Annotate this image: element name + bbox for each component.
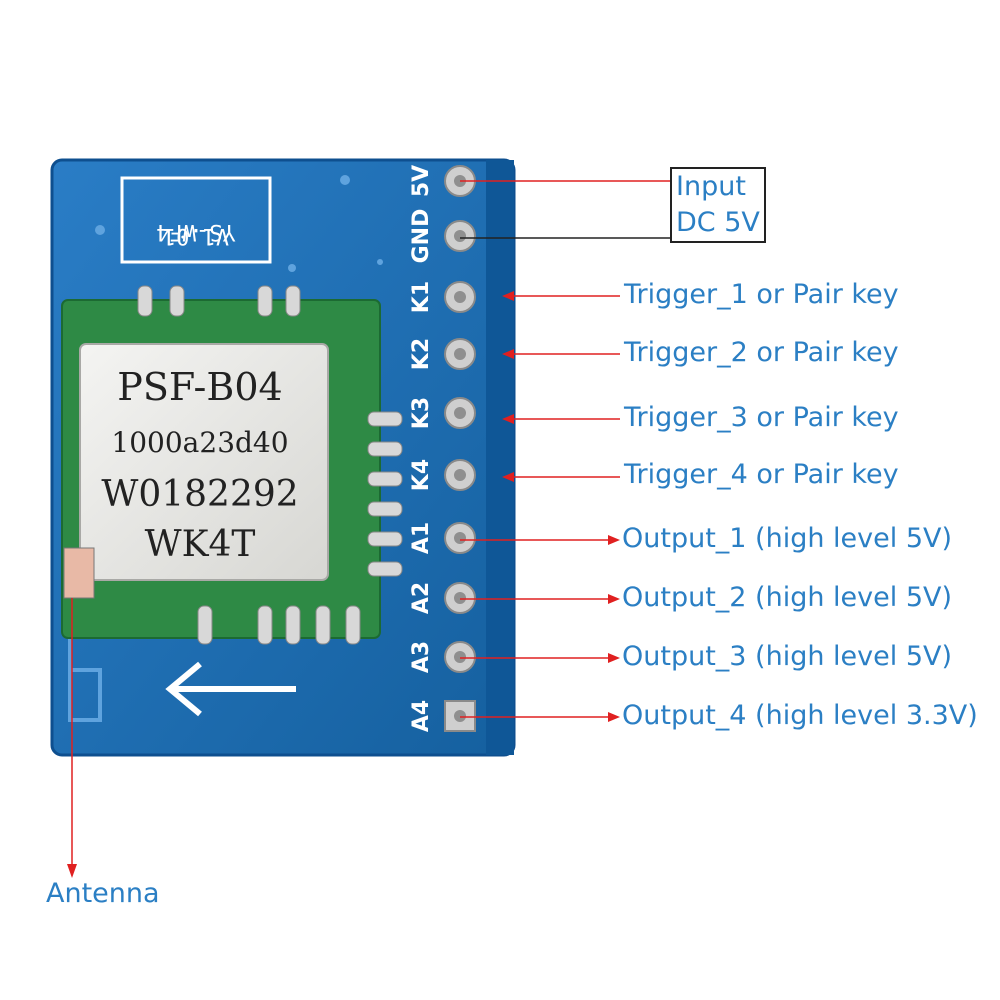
pin-label-k3: K3	[409, 397, 434, 429]
antenna-component	[63, 547, 95, 599]
callout-k3: Trigger_3 or Pair key	[624, 402, 899, 433]
pin-label-k1: K1	[409, 281, 434, 313]
arrowhead-a1	[608, 535, 620, 545]
input-callout-line2: DC 5V	[676, 207, 760, 238]
module-bottom-pins	[197, 605, 361, 645]
arrowhead-a4	[608, 712, 620, 722]
pin-k3	[444, 397, 476, 429]
pin-label-gnd: GND	[409, 209, 434, 264]
arrowhead-antenna	[67, 864, 77, 878]
callout-k1: Trigger_1 or Pair key	[624, 279, 899, 310]
pin-a1	[444, 522, 476, 554]
pin-k2	[444, 338, 476, 370]
arrowhead-a3	[608, 653, 620, 663]
silk-label-line1: YS-WF4	[156, 219, 235, 244]
callout-a4: Output_4 (high level 3.3V)	[622, 700, 978, 731]
pin-a4	[444, 700, 476, 732]
module-line-4: WK4T	[145, 524, 256, 565]
antenna-trace	[68, 600, 102, 722]
pin-label-a2: A2	[409, 582, 434, 614]
arrowhead-k3	[502, 414, 514, 424]
callout-arrows	[67, 180, 670, 878]
pin-label-a3: A3	[409, 641, 434, 673]
callout-a3: Output_3 (high level 5V)	[622, 641, 952, 672]
via	[377, 259, 383, 265]
pin-label-k2: K2	[409, 338, 434, 370]
module-line-2: 1000a23d40	[111, 426, 288, 459]
input-callout-line1: Input	[676, 171, 746, 202]
module-top-pins	[137, 285, 301, 317]
silk-label-box	[120, 176, 272, 264]
pcb-edge-strip	[486, 160, 514, 755]
pin-label-a4: A4	[409, 700, 434, 732]
callout-a2: Output_2 (high level 5V)	[622, 582, 952, 613]
pin-k1	[444, 281, 476, 313]
pin-header	[444, 165, 476, 732]
shield-can	[79, 343, 329, 581]
pin-gnd	[444, 220, 476, 252]
callout-k2: Trigger_2 or Pair key	[624, 337, 899, 368]
arrowhead-k4	[502, 472, 514, 482]
via	[288, 264, 296, 272]
arrowhead-k2	[502, 349, 514, 359]
module-line-1: PSF-B04	[117, 365, 282, 409]
arrowhead-k1	[502, 291, 514, 301]
input-callout-box: Input DC 5V	[670, 167, 766, 243]
callout-a1: Output_1 (high level 5V)	[622, 523, 952, 554]
via	[340, 175, 350, 185]
silk-label-line2: V1.01	[163, 223, 229, 248]
pin-label-k4: K4	[409, 459, 434, 491]
pin-label-a1: A1	[409, 522, 434, 554]
callout-k4: Trigger_4 or Pair key	[624, 459, 899, 490]
module-right-pins	[367, 411, 403, 577]
antenna-label: Antenna	[46, 878, 160, 909]
pin-a3	[444, 641, 476, 673]
via	[95, 225, 105, 235]
silk-arrow-icon	[165, 661, 296, 717]
pin-label-5v: 5V	[409, 165, 434, 197]
arrowhead-a2	[608, 594, 620, 604]
module-line-3: W0182292	[101, 474, 298, 515]
pin-a2	[444, 582, 476, 614]
pin-k4	[444, 459, 476, 491]
